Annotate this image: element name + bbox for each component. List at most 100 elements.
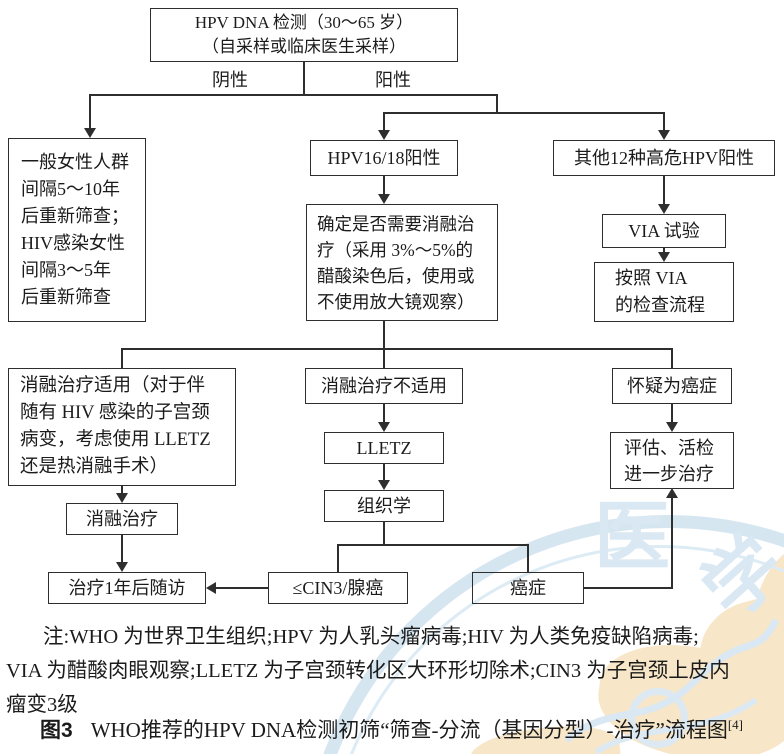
node-line: 消融治疗 — [86, 508, 158, 529]
connector-line — [121, 486, 123, 495]
branch-label-positive: 阳性 — [375, 70, 411, 90]
node-line: 还是热消融手术） — [20, 457, 169, 477]
node-line: 间隔3～5年 — [21, 260, 111, 280]
arrowhead-down-icon — [378, 194, 390, 204]
node-assess: 评估、活检 进一步治疗 — [610, 432, 734, 489]
connector-line — [337, 544, 529, 546]
connector-line — [215, 587, 268, 589]
caption-reference: [4] — [727, 717, 744, 732]
node-ablation-eligible: 消融治疗适用（对于伴 随有 HIV 感染的子宫颈 病变，考虑使用 LLETZ 还… — [8, 368, 236, 486]
node-line: 随有 HIV 感染的子宫颈 — [20, 403, 210, 423]
node-line: ≤CIN3/腺癌 — [292, 577, 384, 598]
node-line: VIA 试验 — [628, 220, 700, 241]
arrowhead-down-icon — [658, 252, 670, 262]
connector-line — [527, 544, 529, 572]
arrowhead-down-icon — [378, 130, 390, 140]
arrowhead-left-icon — [206, 582, 216, 594]
node-line: 评估、活检 — [624, 437, 714, 458]
connector-line — [383, 112, 665, 114]
arrowhead-down-icon — [378, 422, 390, 432]
node-line: 醋酸染色后，使用或 — [317, 265, 475, 286]
connector-line — [663, 112, 665, 132]
node-ablation-not: 消融治疗不适用 — [305, 368, 463, 404]
connector-line — [89, 94, 498, 96]
arrowhead-down-icon — [658, 130, 670, 140]
node-hpv1618: HPV16/18阳性 — [310, 140, 458, 176]
node-triage: 确定是否需要消融治 疗（采用 3%～5%的 醋酸染色后，使用或 不使用放大镜观察… — [306, 204, 498, 321]
connector-line — [89, 94, 91, 130]
arrowhead-down-icon — [666, 422, 678, 432]
connector-line — [584, 587, 673, 589]
node-line: 病变，考虑使用 LLETZ — [20, 430, 211, 450]
connector-line — [121, 348, 673, 350]
node-line: 组织学 — [357, 495, 411, 516]
connector-line — [671, 497, 673, 588]
node-rescreen: 一般女性人群 间隔5～10年 后重新筛查； HIV感染女性 间隔3～5年 后重新… — [8, 138, 146, 322]
watermark-curves-icon — [563, 618, 780, 754]
arrowhead-down-icon — [378, 480, 390, 490]
node-line: 不使用放大镜观察） — [317, 291, 475, 312]
arrowhead-down-icon — [116, 493, 128, 503]
connector-line — [383, 321, 385, 349]
figure-note: 注:WHO 为世界卫生组织;HPV 为人乳头瘤病毒;HIV 为人类免疫缺陷病毒;… — [6, 620, 780, 722]
node-lletz: LLETZ — [324, 432, 444, 464]
note-line: VIA 为醋酸肉眼观察;LLETZ 为子宫颈转化区大环形切除术;CIN3 为子宫… — [6, 660, 730, 682]
node-line: （自采样或临床医生采样） — [202, 37, 406, 56]
node-line: 癌症 — [510, 577, 546, 598]
arrowhead-down-icon — [116, 562, 128, 572]
node-line: 消融治疗适用（对于伴 — [20, 376, 206, 396]
node-histology: 组织学 — [324, 490, 444, 522]
node-via-flow: 按照 VIA 的检查流程 — [594, 262, 734, 322]
watermark-small-ring-icon — [628, 688, 688, 748]
connector-line — [496, 94, 498, 114]
node-suspect-cancer: 怀疑为癌症 — [612, 368, 732, 404]
node-other-hpv: 其他12种高危HPV阳性 — [553, 140, 775, 176]
connector-line — [671, 404, 673, 424]
connector-line — [663, 248, 665, 254]
node-followup: 治疗1年后随访 — [48, 572, 206, 604]
node-cancer: 癌症 — [472, 572, 584, 604]
connector-line — [383, 522, 385, 546]
node-via: VIA 试验 — [602, 214, 726, 248]
connector-line — [303, 62, 305, 95]
node-line: 疗（采用 3%～5%的 — [317, 239, 474, 260]
node-line: 一般女性人群 — [21, 152, 129, 172]
node-line: 治疗1年后随访 — [68, 577, 186, 598]
connector-line — [337, 544, 339, 572]
node-line: 消融治疗不适用 — [321, 375, 447, 396]
node-line: 后重新筛查 — [21, 287, 111, 307]
node-line: 的检查流程 — [615, 295, 705, 315]
figure-caption: 图3 WHO推荐的HPV DNA检测初筛“筛查-分流（基因分型）-治疗”流程图[4… — [40, 714, 743, 744]
note-line: 注:WHO 为世界卫生组织;HPV 为人乳头瘤病毒;HIV 为人类免疫缺陷病毒; — [43, 626, 699, 648]
node-cin3: ≤CIN3/腺癌 — [268, 572, 408, 604]
connector-line — [383, 176, 385, 196]
node-ablation: 消融治疗 — [66, 503, 178, 535]
caption-text: WHO推荐的HPV DNA检测初筛“筛查-分流（基因分型）-治疗”流程图 — [90, 718, 728, 742]
node-line: 间隔5～10年 — [21, 179, 120, 199]
connector-line — [383, 348, 385, 368]
note-line: 瘤变3级 — [6, 694, 78, 716]
node-line: 确定是否需要消融治 — [317, 213, 475, 234]
node-line: 其他12种高危HPV阳性 — [573, 147, 754, 168]
watermark-char-yi: 医 — [594, 495, 670, 580]
connector-line — [663, 176, 665, 206]
node-line: 怀疑为癌症 — [627, 375, 717, 396]
connector-line — [383, 112, 385, 132]
node-line: HPV DNA 检测（30～65 岁） — [194, 13, 414, 32]
connector-line — [383, 464, 385, 482]
node-line: 进一步治疗 — [624, 463, 714, 484]
arrowhead-down-icon — [84, 128, 96, 138]
node-line: LLETZ — [356, 437, 412, 458]
connector-line — [671, 348, 673, 368]
node-line: 后重新筛查； — [21, 206, 129, 226]
figure-label: 图3 — [40, 719, 73, 742]
node-line: HPV16/18阳性 — [327, 147, 441, 168]
node-screening: HPV DNA 检测（30～65 岁） （自采样或临床医生采样） — [150, 8, 458, 62]
connector-line — [121, 535, 123, 564]
connector-line — [383, 404, 385, 424]
arrowhead-down-icon — [658, 204, 670, 214]
node-line: 按照 VIA — [615, 268, 688, 288]
node-line: HIV感染女性 — [21, 233, 125, 253]
branch-label-negative: 阴性 — [212, 70, 248, 90]
